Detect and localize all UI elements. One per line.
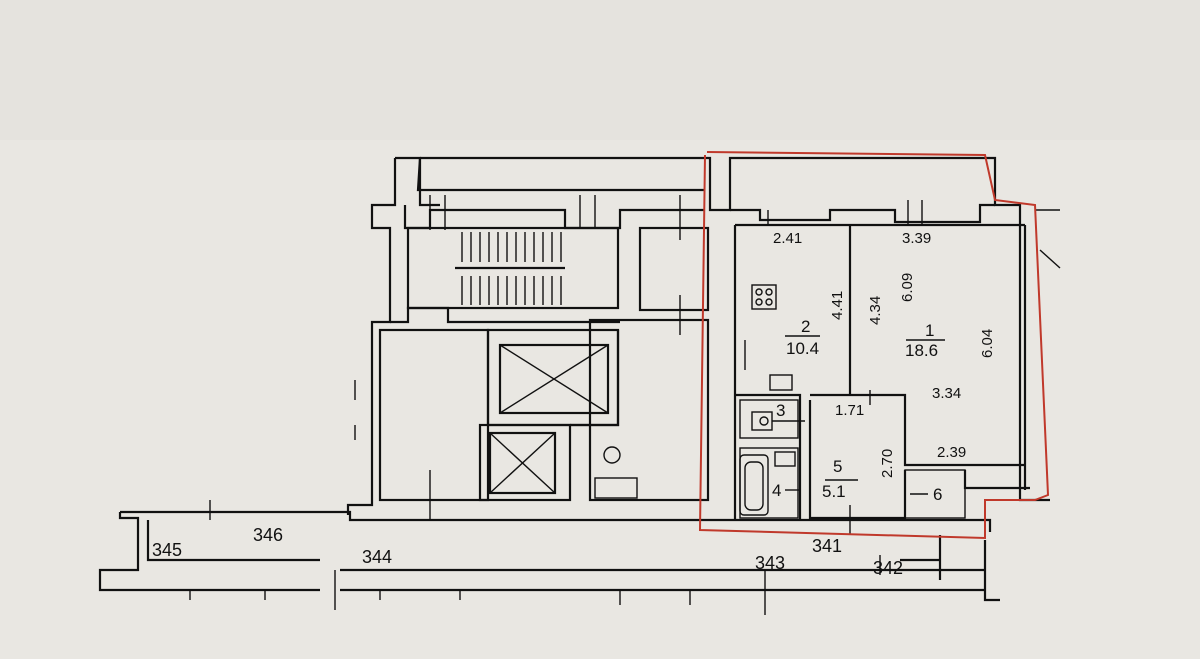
sink-icon — [769, 374, 793, 391]
dimension-label: 1.71 — [835, 402, 864, 419]
room-number: 3 — [776, 401, 785, 420]
dimension-label: 4.41 — [829, 291, 846, 320]
dimension-label: 2.41 — [773, 230, 802, 247]
building-outline — [98, 156, 1061, 615]
dimension-label: 3.39 — [902, 230, 931, 247]
bathtub-icon — [739, 454, 769, 516]
room-number: 1 — [925, 321, 934, 340]
stove-icon — [751, 284, 777, 310]
apartment-highlight-outline — [698, 151, 1050, 540]
unit-number: 343 — [755, 553, 785, 573]
room-number: 2 — [801, 317, 810, 336]
room-labels: 2 10.4 1 18.6 3 5 4 5.1 6 — [772, 317, 945, 504]
elevator-icon — [498, 343, 610, 415]
dimension-label: 2.39 — [937, 444, 966, 461]
room-number: 6 — [933, 485, 942, 504]
dimension-label: 2.70 — [879, 449, 896, 478]
room-area: 18.6 — [905, 341, 938, 360]
unit-number: 346 — [253, 525, 283, 545]
unit-number: 344 — [362, 547, 392, 567]
unit-number: 341 — [812, 536, 842, 556]
dimension-label: 4.34 — [867, 296, 884, 325]
dimension-label: 3.34 — [932, 385, 961, 402]
elevator-icon — [488, 431, 557, 495]
staircase-icon — [455, 232, 565, 305]
room-area: 5.1 — [822, 482, 846, 501]
dimension-labels: 2.41 3.39 4.41 4.34 6.09 6.04 3.34 1.71 … — [773, 230, 996, 478]
dimension-label: 6.04 — [979, 329, 996, 358]
unit-numbers: 341 342 343 344 345 346 — [152, 525, 903, 578]
toilet-icon — [603, 446, 796, 467]
paper-shadow — [0, 0, 1200, 140]
dimension-label: 6.09 — [899, 273, 916, 302]
room-number: 4 — [772, 481, 781, 500]
room-area: 10.4 — [786, 339, 819, 358]
unit-number: 345 — [152, 540, 182, 560]
room-number: 5 — [833, 457, 842, 476]
unit-number: 342 — [873, 558, 903, 578]
